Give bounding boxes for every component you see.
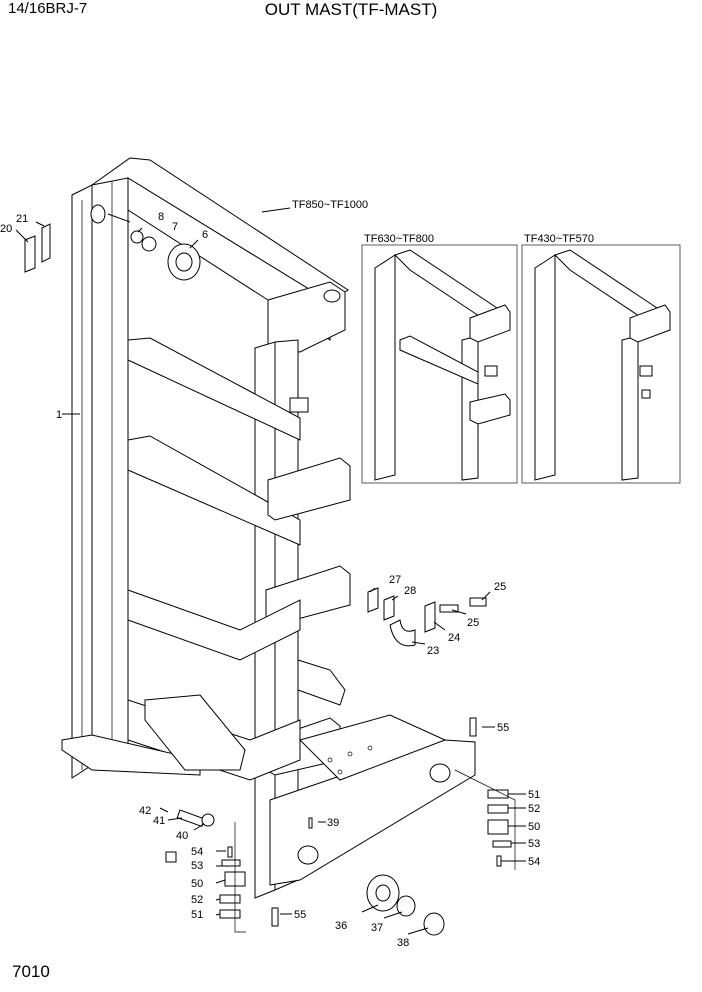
page-title: OUT MAST(TF-MAST) (264, 0, 438, 19)
roller-right (429, 763, 451, 783)
cap-38 (423, 912, 445, 936)
crossbar-1 (127, 337, 301, 441)
shim-7 (141, 236, 157, 252)
plate-27 (367, 587, 379, 613)
clamp-23 (389, 619, 416, 647)
callout-7: 7 (172, 221, 178, 233)
shim-51-left (219, 909, 241, 919)
bolt-25a (439, 604, 459, 613)
callout-54b: 54 (528, 856, 540, 868)
callout-20: 20 (0, 223, 12, 235)
variant-label-inset-a: TF630~TF800 (364, 233, 434, 245)
plate-28 (383, 595, 395, 621)
bracket-left (144, 694, 246, 771)
callout-55a: 55 (497, 722, 509, 734)
inset-b (521, 244, 681, 484)
callout-53b: 53 (528, 838, 540, 850)
lower-frame (127, 589, 301, 661)
page-number: 7010 (12, 962, 50, 981)
bolt-55-right (469, 717, 477, 737)
left-upright-side (91, 167, 129, 766)
callout-51a: 51 (191, 909, 203, 921)
callout-23: 23 (427, 645, 439, 657)
screw-54-right (496, 855, 502, 867)
carriage-top (299, 714, 447, 781)
base-plate (61, 734, 201, 776)
variant-label-main: TF850~TF1000 (292, 199, 368, 211)
bolt-25b (469, 597, 487, 607)
callout-52a: 52 (191, 894, 203, 906)
callout-25b: 25 (467, 617, 479, 629)
callout-28: 28 (404, 585, 416, 597)
shim-52-right (487, 804, 509, 814)
shim-53-left (221, 859, 241, 867)
pin-39 (308, 817, 313, 829)
leader-lines (15, 207, 526, 935)
callout-53a: 53 (191, 860, 203, 872)
pad-50-right (487, 819, 509, 835)
callout-50a: 50 (191, 878, 203, 890)
side-block-1 (267, 457, 351, 521)
callout-24: 24 (448, 632, 460, 644)
washer-40 (201, 813, 215, 827)
callout-51b: 51 (528, 789, 540, 801)
callout-55b: 55 (294, 909, 306, 921)
top-parts (24, 204, 201, 281)
callout-40: 40 (176, 830, 188, 842)
callout-38: 38 (397, 937, 409, 949)
callout-52b: 52 (528, 803, 540, 815)
nut-42 (165, 851, 177, 863)
shim-52-left (219, 894, 241, 904)
callout-21: 21 (16, 213, 28, 225)
callout-41: 41 (153, 815, 165, 827)
callout-50b: 50 (528, 821, 540, 833)
shim-53-right (492, 840, 512, 848)
callout-27: 27 (389, 574, 401, 586)
small-pad (289, 397, 309, 413)
hose-clamp-group (367, 587, 487, 647)
ring-8 (130, 230, 144, 244)
inset-a (361, 244, 518, 484)
shaft-end (90, 204, 106, 224)
callout-37: 37 (371, 922, 383, 934)
model-code: 14/16BRJ-7 (8, 0, 88, 17)
callout-1: 1 (56, 409, 62, 421)
bent-bracket (297, 659, 346, 706)
mast-assembly (61, 157, 476, 899)
callout-36: 36 (335, 920, 347, 932)
bracket-24 (424, 601, 436, 633)
callout-39: 39 (327, 817, 339, 829)
ring-37 (396, 895, 416, 917)
crossbar-2 (127, 435, 301, 546)
plate-21 (41, 223, 51, 263)
plate-20 (24, 235, 36, 273)
callout-54a: 54 (191, 846, 203, 858)
callout-6: 6 (202, 229, 208, 241)
roller-left (297, 845, 319, 865)
callout-25a: 25 (494, 581, 506, 593)
callouts: 1 6 7 8 20 21 23 24 25 25 27 28 36 37 38… (0, 211, 540, 949)
bolt-55-left (271, 907, 279, 927)
callout-8: 8 (158, 211, 164, 223)
screw-54-left (227, 846, 233, 858)
variant-label-inset-b: TF430~TF570 (524, 233, 594, 245)
callout-42: 42 (139, 805, 151, 817)
